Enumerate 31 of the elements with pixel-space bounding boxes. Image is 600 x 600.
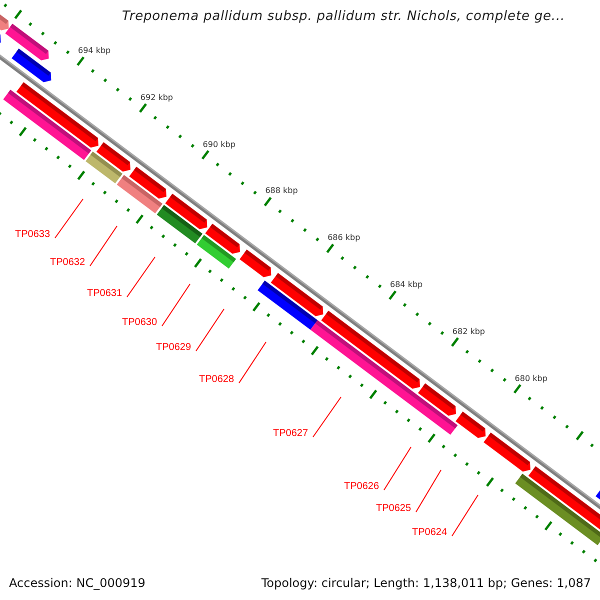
genome-summary-text: Topology: circular; Length: 1,138,011 bp; Genes: 1,087 xyxy=(261,575,591,592)
gene-label: TP0633 xyxy=(15,229,55,241)
tick-label: 684 kbp xyxy=(390,280,423,290)
gene-label: TP0629 xyxy=(156,342,196,354)
gene-label: TP0627 xyxy=(273,428,313,440)
leader-line xyxy=(162,284,190,326)
gene-label: TP0632 xyxy=(50,257,90,269)
leader-line xyxy=(312,396,342,438)
gene-label: TP0628 xyxy=(199,374,239,386)
tick-label: 686 kbp xyxy=(328,233,360,244)
tick-label: 680 kbp xyxy=(514,374,548,384)
gene-label: TP0630 xyxy=(122,317,162,329)
accession-text: Accession: NC_000919 xyxy=(9,575,146,592)
tick-label: 690 kbp xyxy=(202,140,236,150)
gene-label: TP0624 xyxy=(412,527,452,539)
leader-line xyxy=(384,446,412,490)
leader-line xyxy=(452,494,478,536)
gene-label: TP0626 xyxy=(344,481,384,493)
leader-line xyxy=(126,256,156,298)
gene-label: TP0631 xyxy=(87,288,127,300)
gene-label: TP0625 xyxy=(376,503,416,515)
leader-line xyxy=(238,342,266,384)
tick-label: 688 kbp xyxy=(265,186,298,196)
leader-line xyxy=(54,198,84,238)
leader-line xyxy=(416,470,442,512)
leader-line xyxy=(196,308,224,352)
title: Treponema pallidum subsp. pallidum str. Nichols, complete ge... xyxy=(122,8,566,26)
leader-line xyxy=(90,226,118,266)
tick-label: 692 kbp xyxy=(140,92,173,103)
tick-label: 682 kbp xyxy=(452,326,485,337)
tick-label: 694 kbp xyxy=(78,46,111,56)
